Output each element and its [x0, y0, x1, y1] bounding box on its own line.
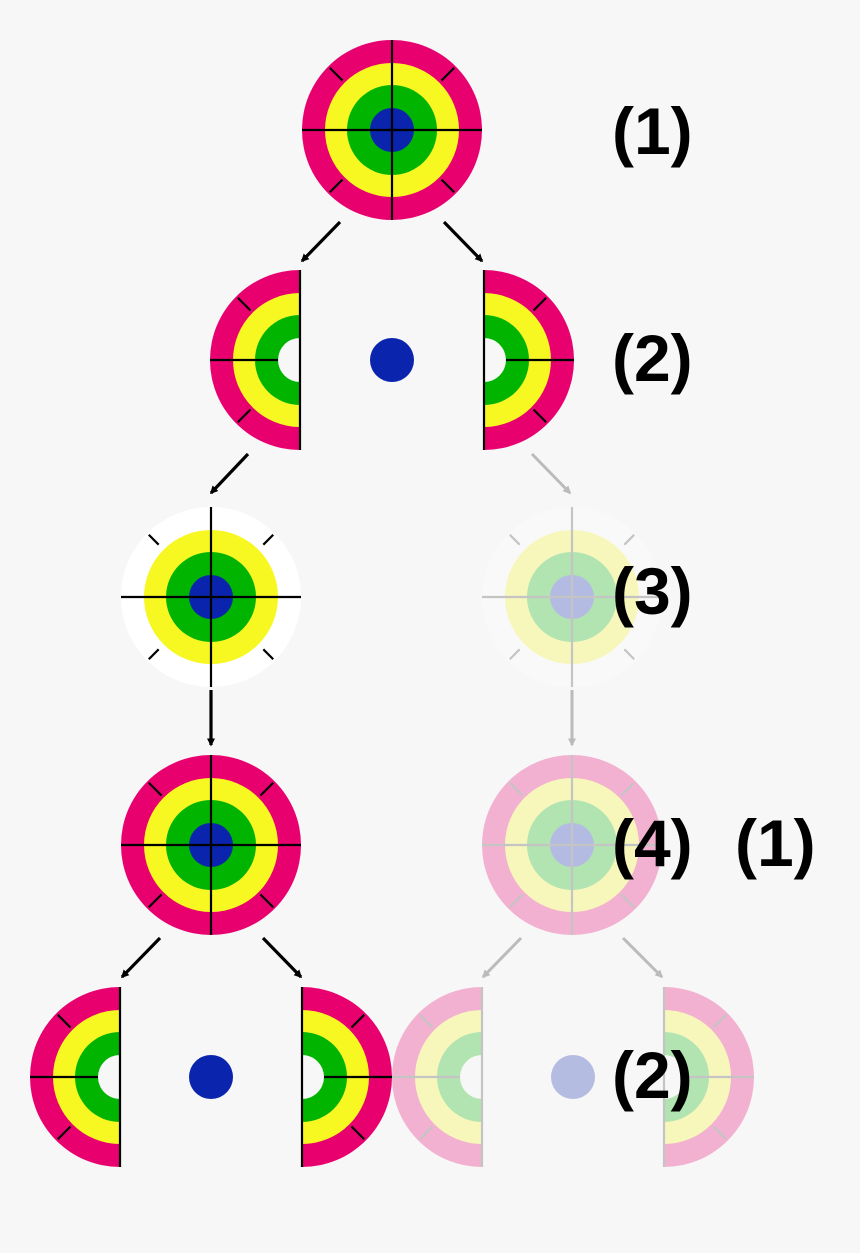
spindle-tick [508, 533, 521, 546]
nucleus-core [550, 575, 594, 619]
spindle-tick [259, 893, 275, 909]
free-nucleus-faded [551, 1055, 595, 1099]
spindle-tick [623, 533, 636, 546]
spindle-tick [56, 1125, 72, 1141]
spindle-tick [328, 66, 344, 82]
half-cell-left [210, 270, 302, 450]
spindle-tick [328, 178, 344, 194]
step-1-repeat-label: (1) [735, 806, 816, 880]
spindle-tick [623, 648, 636, 661]
inner-ring [664, 1032, 709, 1122]
cell-step-3-faded [482, 507, 662, 687]
arrow [300, 220, 342, 263]
half-cell-right-2 [300, 987, 392, 1167]
spindle-tick [508, 648, 521, 661]
spindle-tick [350, 1125, 366, 1141]
step-2-repeat-label: (2) [612, 1038, 693, 1112]
step-3-label: (3) [612, 554, 693, 628]
step-2-label: (2) [612, 321, 693, 395]
middle-ring [664, 1010, 731, 1144]
arrow [261, 936, 303, 979]
step-1-label: (1) [612, 94, 693, 168]
spindle-tick [236, 408, 252, 424]
middle-ring [505, 778, 639, 912]
faded-arrow [621, 936, 664, 979]
spindle-tick [508, 781, 524, 797]
arrow [442, 220, 484, 263]
free-nucleus [370, 338, 414, 382]
spindle-tick [620, 893, 636, 909]
arrow [209, 452, 250, 495]
faded-arrow [481, 936, 523, 979]
spindle-tick [440, 178, 456, 194]
spindle-tick [532, 408, 548, 424]
nucleus-core [550, 823, 594, 867]
cell-step-4-faded [482, 755, 662, 935]
outer-ring [664, 987, 754, 1167]
spindle-tick [418, 1125, 434, 1141]
spindle-tick [712, 1125, 728, 1141]
outer-ring [482, 755, 662, 935]
spindle-tick [712, 1013, 728, 1029]
spindle-tick [147, 648, 160, 661]
cell-step-1 [302, 40, 482, 220]
spindle-tick [418, 1013, 434, 1029]
outer-ring [482, 507, 662, 687]
half-cell-left-2 [30, 987, 122, 1167]
arrow [120, 936, 162, 979]
empty-core [278, 338, 300, 382]
spindle-tick [508, 893, 524, 909]
middle-ring [415, 1010, 482, 1144]
half-cell-right-faded [662, 987, 754, 1167]
spindle-tick [620, 781, 636, 797]
half-cell-left-faded [392, 987, 484, 1167]
spindle-tick [236, 296, 252, 312]
cell-step-3 [121, 507, 301, 687]
empty-core [302, 1055, 324, 1099]
empty-core [460, 1055, 482, 1099]
free-nucleus-2 [189, 1055, 233, 1099]
spindle-tick [532, 296, 548, 312]
spindle-tick [147, 893, 163, 909]
spindle-tick [147, 533, 160, 546]
spindle-tick [147, 781, 163, 797]
spindle-tick [440, 66, 456, 82]
spindle-tick [262, 648, 275, 661]
spindle-tick [259, 781, 275, 797]
spindle-tick [56, 1013, 72, 1029]
inner-ring [527, 800, 617, 890]
half-cell-right [482, 270, 574, 450]
spindle-tick [262, 533, 275, 546]
empty-core [484, 338, 506, 382]
step-4-label: (4) [612, 806, 693, 880]
middle-ring [505, 530, 639, 664]
outer-ring [392, 987, 482, 1167]
faded-arrow [530, 452, 572, 495]
empty-core [98, 1055, 120, 1099]
spindle-tick [350, 1013, 366, 1029]
cell-step-4 [121, 755, 301, 935]
empty-core [664, 1055, 686, 1099]
inner-ring [527, 552, 617, 642]
inner-ring [437, 1032, 482, 1122]
